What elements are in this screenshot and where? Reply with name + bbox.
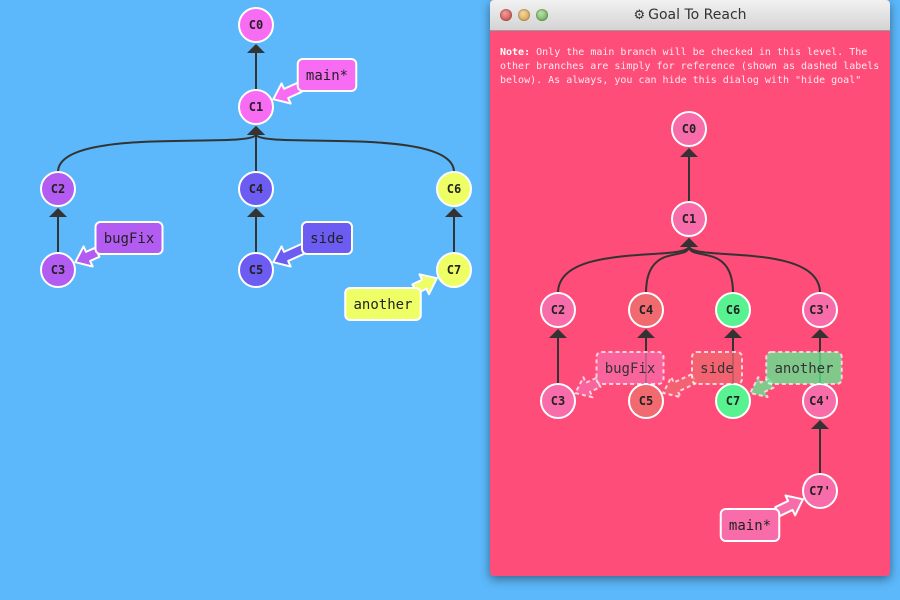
- svg-text:C2: C2: [51, 182, 65, 196]
- goal-branch-side[interactable]: side: [662, 351, 743, 399]
- main-arrowhead-c5: [247, 208, 265, 217]
- goal-branch-another[interactable]: another: [749, 351, 843, 399]
- goal-arrowhead-c1: [680, 148, 698, 157]
- gear-icon: ⚙: [633, 8, 646, 23]
- goal-edge-c1-c4: [645, 245, 690, 294]
- svg-text:bugFix: bugFix: [104, 231, 155, 247]
- goal-edge-c1-c6: [688, 245, 734, 294]
- svg-text:side: side: [310, 231, 344, 247]
- main-branch-side[interactable]: side: [272, 221, 353, 268]
- main-arrowhead-c7: [445, 208, 463, 217]
- goal-arrowhead-c7-prime: [811, 420, 829, 429]
- svg-text:C4': C4': [809, 394, 831, 408]
- svg-text:C3': C3': [809, 303, 831, 317]
- svg-text:C6: C6: [726, 303, 740, 317]
- goal-arrowhead-c5: [637, 329, 655, 338]
- main-commit-c6[interactable]: C6: [436, 171, 472, 207]
- goal-commit-c5[interactable]: C5: [628, 383, 664, 419]
- main-commit-c1[interactable]: C1: [238, 89, 274, 125]
- main-commit-c4[interactable]: C4: [238, 171, 274, 207]
- main-arrowhead-c3: [49, 208, 67, 217]
- goal-commit-c7-prime[interactable]: C7': [802, 473, 838, 509]
- svg-text:another: another: [774, 361, 833, 377]
- main-edge-c1-c6: [255, 133, 455, 173]
- main-arrowhead-c6: [247, 126, 265, 135]
- goal-commit-c7[interactable]: C7: [715, 383, 751, 419]
- goal-edge-c1-c2: [557, 245, 690, 294]
- goal-titlebar[interactable]: ⚙Goal To Reach: [490, 0, 890, 31]
- goal-arrowhead-c4-prime: [811, 329, 829, 338]
- goal-commit-c4-prime[interactable]: C4': [802, 383, 838, 419]
- goal-commit-c4[interactable]: C4: [628, 292, 664, 328]
- note-label: Note:: [500, 47, 531, 58]
- goal-commit-c2[interactable]: C2: [540, 292, 576, 328]
- svg-text:C0: C0: [682, 122, 696, 136]
- svg-text:C7: C7: [447, 263, 461, 277]
- svg-text:main*: main*: [729, 518, 771, 534]
- goal-branch-bugfix[interactable]: bugFix: [574, 351, 665, 399]
- svg-text:C3: C3: [551, 394, 565, 408]
- svg-text:C6: C6: [447, 182, 461, 196]
- goal-title-text: Goal To Reach: [648, 7, 747, 23]
- goal-branch-main[interactable]: main*: [719, 494, 804, 542]
- svg-text:C7': C7': [809, 484, 831, 498]
- main-commit-c3[interactable]: C3: [40, 252, 76, 288]
- svg-text:another: another: [353, 297, 412, 313]
- svg-text:C1: C1: [249, 100, 263, 114]
- maximize-button[interactable]: [536, 9, 548, 21]
- svg-text:C4: C4: [249, 182, 263, 196]
- goal-commit-c6[interactable]: C6: [715, 292, 751, 328]
- main-branch-bugfix[interactable]: bugFix: [74, 221, 164, 268]
- svg-text:C2: C2: [551, 303, 565, 317]
- svg-text:C7: C7: [726, 394, 740, 408]
- svg-text:C5: C5: [249, 263, 263, 277]
- main-commit-c5[interactable]: C5: [238, 252, 274, 288]
- goal-commit-c3[interactable]: C3: [540, 383, 576, 419]
- goal-arrowhead-c3: [549, 329, 567, 338]
- svg-text:main*: main*: [306, 68, 348, 84]
- svg-text:C1: C1: [682, 212, 696, 226]
- svg-text:C3: C3: [51, 263, 65, 277]
- goal-commit-c1[interactable]: C1: [671, 201, 707, 237]
- main-edge-c1-c2: [57, 133, 257, 173]
- goal-commit-c0[interactable]: C0: [671, 111, 707, 147]
- goal-title: ⚙Goal To Reach: [490, 0, 890, 30]
- goal-commit-c3-prime[interactable]: C3': [802, 292, 838, 328]
- goal-note: Note: Only the main branch will be check…: [500, 46, 884, 88]
- goal-arrowhead-c3-prime: [680, 238, 698, 247]
- goal-dialog[interactable]: ⚙Goal To Reach Note: Only the main branc…: [490, 0, 890, 576]
- svg-text:C0: C0: [249, 18, 263, 32]
- svg-text:bugFix: bugFix: [605, 361, 656, 377]
- main-branch-main[interactable]: main*: [272, 58, 358, 105]
- goal-arrowhead-c7: [724, 329, 742, 338]
- main-commit-c7[interactable]: C7: [436, 252, 472, 288]
- minimize-button[interactable]: [518, 9, 530, 21]
- main-arrowhead-c1: [247, 44, 265, 53]
- svg-text:C4: C4: [639, 303, 653, 317]
- note-text: Only the main branch will be checked in …: [500, 47, 880, 86]
- goal-edge-c1-c3-prime: [688, 245, 821, 294]
- main-commit-c2[interactable]: C2: [40, 171, 76, 207]
- svg-text:side: side: [700, 361, 734, 377]
- main-commit-c0[interactable]: C0: [238, 7, 274, 43]
- close-button[interactable]: [500, 9, 512, 21]
- svg-text:C5: C5: [639, 394, 653, 408]
- main-branch-another[interactable]: another: [344, 273, 438, 321]
